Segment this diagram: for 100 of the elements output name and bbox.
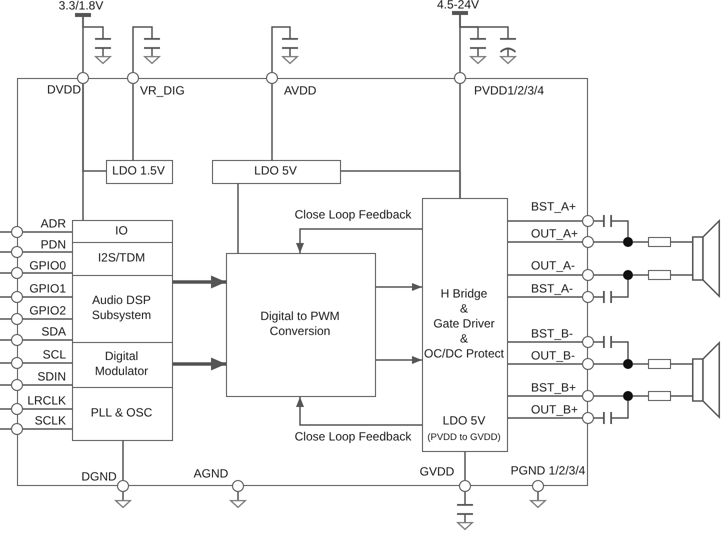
wire [0, 362, 11, 364]
wire [508, 220, 582, 222]
wire [0, 408, 11, 410]
wire [23, 408, 72, 410]
speaker-icon [692, 342, 720, 418]
driver-box [422, 198, 508, 452]
pin-label: OUT_A+ [531, 228, 578, 240]
pin-label: BST_B- [531, 328, 574, 340]
function-box [72, 342, 172, 388]
wire [271, 84, 273, 160]
arrow [376, 283, 422, 291]
wire [237, 492, 239, 500]
wire [341, 170, 461, 198]
wire [612, 341, 629, 359]
junction-dot-icon [623, 237, 633, 247]
wire [132, 26, 153, 72]
wire [671, 395, 692, 397]
wire [237, 184, 239, 253]
wire [23, 296, 72, 298]
wire [0, 296, 11, 298]
arrow [173, 358, 226, 370]
wire [23, 272, 72, 274]
wire [0, 384, 11, 386]
terminal-icon [459, 480, 471, 492]
wire [0, 428, 11, 430]
box-label: Digital to PWM Conversion [260, 309, 340, 339]
wire [508, 417, 582, 419]
pin-label: GVDD [420, 466, 454, 478]
ground-symbol [230, 500, 246, 508]
terminal-icon [582, 390, 594, 402]
pin-label: BST_A- [531, 282, 574, 296]
pin-label: OUT_B- [531, 350, 576, 362]
pin-label: PGND 1/2/3/4 [510, 464, 586, 478]
wire [594, 241, 623, 243]
pin-label: GPIO0 [29, 260, 66, 272]
box-label: IO [115, 223, 128, 238]
terminal-icon [454, 72, 466, 84]
wire [122, 492, 124, 500]
pin-label: BST_A+ [531, 200, 576, 214]
pin-label: OUT_B+ [531, 404, 578, 416]
wire [594, 341, 603, 343]
terminal-icon [117, 480, 129, 492]
wire [23, 339, 72, 341]
capacitor-ground-symbol [282, 38, 298, 64]
pin-label: DVDD [47, 84, 81, 96]
junction-dot-icon [623, 270, 633, 280]
pin-label: SDIN [37, 370, 66, 384]
box-label: H Bridge & Gate Driver & OC/DC Protect [424, 286, 504, 362]
pin-label: AVDD [284, 84, 316, 98]
resistor-symbol [648, 237, 671, 247]
box-label: LDO 5V [254, 164, 297, 178]
wire [464, 452, 466, 480]
terminal-icon [232, 480, 244, 492]
box-label: Digital Modulator [94, 349, 148, 380]
arrow [296, 228, 422, 253]
wire [508, 363, 582, 365]
pin-label: SCLK [34, 414, 66, 428]
terminal-icon [11, 313, 23, 325]
pin-label: PDN [40, 238, 66, 252]
terminal-icon [582, 291, 594, 303]
wire [537, 492, 539, 500]
regulator-box [106, 160, 172, 184]
pin-label: OUT_A- [531, 260, 576, 272]
pin-label: LRCLK [27, 394, 66, 408]
wire [508, 341, 582, 343]
terminal-icon [582, 236, 594, 248]
voltage-label: 3.3/1.8V [58, 0, 104, 12]
terminal-icon [11, 226, 23, 238]
function-box [72, 274, 172, 343]
voltage-label: 4.5-24V [436, 0, 480, 12]
box-label: I2S/TDM [98, 250, 146, 266]
terminal-icon [266, 72, 278, 84]
pin-label: SDA [41, 326, 66, 338]
wire [82, 17, 104, 38]
wire [633, 395, 648, 397]
terminal-icon [582, 215, 594, 227]
wire [82, 84, 84, 220]
wire [594, 274, 623, 276]
wire [671, 241, 692, 243]
terminal-icon [11, 291, 23, 303]
terminal-icon [11, 403, 23, 415]
wire [508, 274, 582, 276]
capacitor-ground-symbol [470, 38, 486, 64]
regulator-box [212, 160, 340, 184]
capacitor-ground-symbol [500, 38, 516, 64]
wire [594, 395, 623, 397]
wire [23, 251, 72, 253]
wire [122, 441, 124, 480]
terminal-icon [582, 269, 594, 281]
ground-symbol [115, 500, 131, 508]
resistor-symbol [648, 359, 671, 369]
wire [464, 492, 466, 504]
edge-label: Close Loop Feedback [292, 208, 414, 222]
pin-label: GPIO1 [29, 282, 66, 296]
capacitor-symbol [603, 215, 612, 227]
arrow [376, 356, 422, 364]
arrow [173, 276, 226, 288]
box-label: Audio DSP Subsystem [92, 293, 152, 324]
wire [671, 363, 692, 365]
wire [271, 26, 291, 72]
